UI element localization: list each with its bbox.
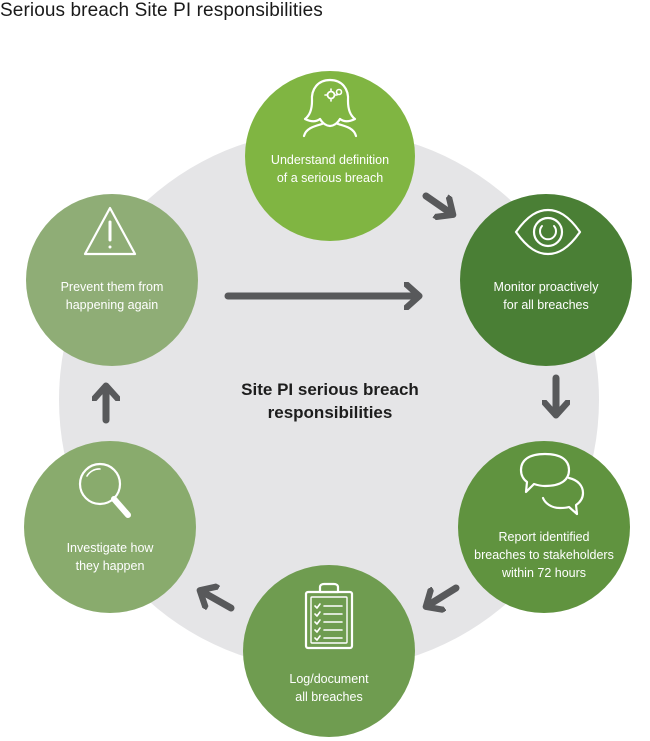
step-label-3: Report identified breaches to stakeholde… [474,530,614,580]
step-label-2: Monitor proactively for all breaches [493,280,599,312]
arrow-step3-to-step4 [427,584,460,606]
magnifier-icon [78,462,131,518]
clipboard-checklist-icon [304,582,354,650]
step-circle-2 [460,194,632,366]
arrow-step4-to-step5 [201,591,235,612]
step-label-6: Prevent them from happening again [60,280,164,312]
step-circle-1 [245,71,415,241]
step-circle-6 [26,194,198,366]
page-title: Serious breach Site PI responsibilities [0,0,323,21]
step-circle-4 [243,565,415,737]
step-circle-3 [458,441,630,613]
center-label: Site PI serious breach responsibilities [241,380,419,422]
step-label-1: Understand definition of a serious breac… [270,153,390,185]
step-label-4: Log/document all breaches [289,672,369,704]
warning-triangle-icon [83,206,137,256]
step-circle-5 [24,441,196,613]
cycle-arrows [106,192,556,612]
person-gears-icon [302,78,358,138]
eye-icon [514,208,582,256]
step-label-5: Investigate how they happen [66,541,154,573]
speech-bubbles-icon [519,452,585,516]
arrow-step1-to-step2 [422,192,452,214]
